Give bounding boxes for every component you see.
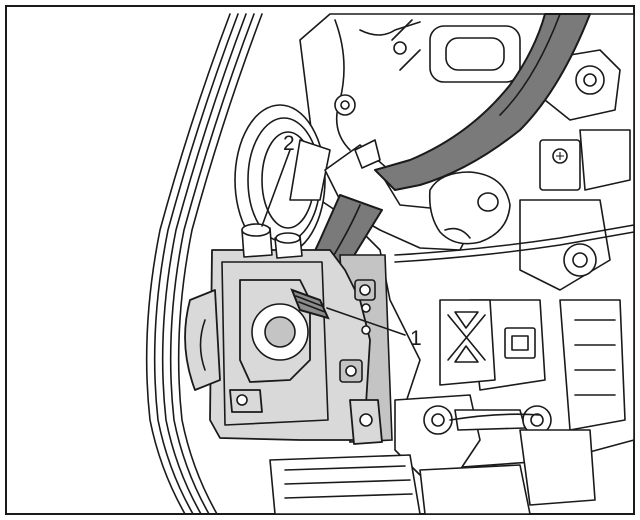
callout-leaders (261, 149, 406, 336)
pulley (234, 104, 331, 256)
drive-belt (145, 13, 263, 515)
hose-clamp-knob (428, 171, 511, 245)
wiring (394, 224, 635, 263)
callout-label-2: 2 (283, 132, 295, 155)
power-steering-pump (184, 249, 393, 445)
linkage (449, 413, 541, 421)
callout-label-1: 1 (410, 327, 422, 350)
hose-union-1 (290, 288, 330, 320)
intake-hose (374, 13, 591, 191)
mounting-bolt-2 (241, 223, 303, 259)
